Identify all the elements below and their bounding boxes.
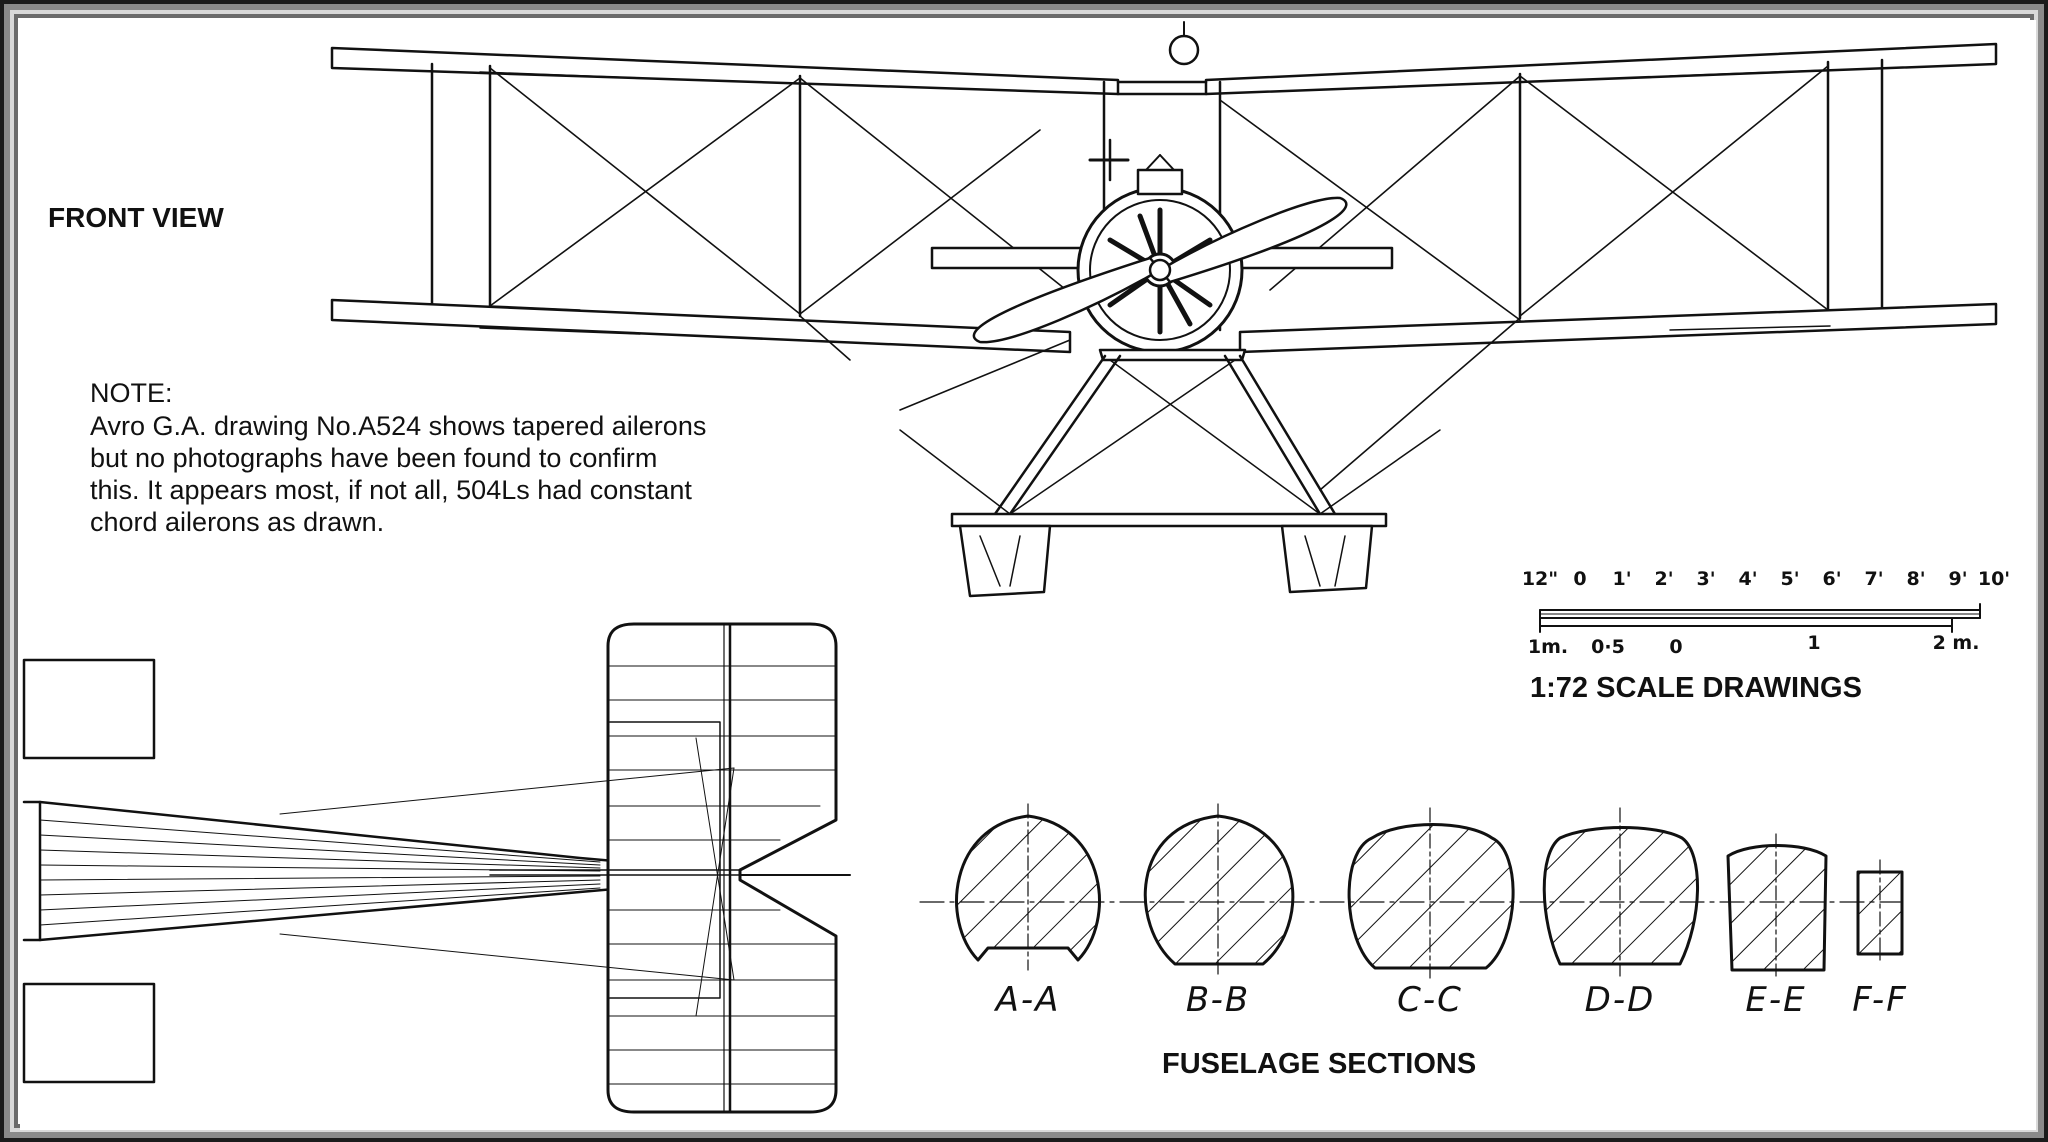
plan-view-tail xyxy=(22,622,851,1114)
scale-tick-metre: 2 m. xyxy=(1932,632,1980,654)
scale-tick-metre: 1 xyxy=(1807,632,1821,654)
section-label: E-E xyxy=(1745,980,1807,1020)
lower-wing-stub-lower xyxy=(22,982,156,1084)
tailplane-ribs xyxy=(607,665,837,1085)
section-label: C-C xyxy=(1397,980,1463,1020)
lower-wing xyxy=(330,298,1998,354)
section-label: F-F xyxy=(1852,980,1908,1020)
scale-tick-feet: 0 xyxy=(1573,568,1587,590)
scale-tick-metre: 1m. xyxy=(1527,636,1569,658)
section-f-f xyxy=(1856,859,1904,965)
scale-tick-feet: 1' xyxy=(1612,568,1632,590)
tailplane-plan xyxy=(606,622,838,1114)
section-a-a xyxy=(955,803,1101,971)
note-line-3: this. It appears most, if not all, 504Ls… xyxy=(90,475,692,505)
tailplane-bracing xyxy=(279,737,735,1017)
scale-tick-feet: 6' xyxy=(1822,568,1842,590)
scale-tick-feet: 8' xyxy=(1906,568,1926,590)
scale-tick-feet: 3' xyxy=(1696,568,1716,590)
note-heading: NOTE: xyxy=(90,378,173,408)
scale-tick-metre: 0 xyxy=(1669,636,1683,658)
scale-tick-feet: 12" xyxy=(1521,568,1559,590)
scale-title: 1:72 SCALE DRAWINGS xyxy=(1530,672,1862,704)
section-label: B-B xyxy=(1185,980,1251,1020)
scale-tick-feet: 4' xyxy=(1738,568,1758,590)
propeller-blade-lower xyxy=(972,256,1162,344)
interplane-struts xyxy=(430,58,1884,332)
gravity-tank xyxy=(1168,34,1200,66)
floats xyxy=(950,512,1388,598)
scale-bar xyxy=(1539,603,1981,633)
fuselage-sections-title: FUSELAGE SECTIONS xyxy=(1162,1048,1477,1080)
section-label: A-A xyxy=(995,980,1061,1020)
propeller-blade-upper xyxy=(1158,196,1348,284)
note-line-2: but no photographs have been found to co… xyxy=(90,443,658,473)
scale-tick-feet: 9' xyxy=(1948,568,1968,590)
scale-tick-feet: 7' xyxy=(1864,568,1884,590)
fuselage-stringers xyxy=(38,800,601,942)
scale-tick-feet: 2' xyxy=(1654,568,1674,590)
note-line-4: chord ailerons as drawn. xyxy=(90,507,385,537)
lower-wing-stub-upper xyxy=(22,658,156,760)
float-chassis-struts xyxy=(899,348,1441,516)
technical-drawing xyxy=(22,21,1998,1114)
section-b-b xyxy=(1143,803,1295,977)
front-view-label: FRONT VIEW xyxy=(48,202,224,233)
upper-wing xyxy=(330,42,1998,96)
note-line-1: Avro G.A. drawing No.A524 shows tapered … xyxy=(90,411,707,441)
scale-tick-feet: 10' xyxy=(1977,568,2011,590)
front-view-biplane xyxy=(330,21,1998,598)
section-d-d xyxy=(1542,807,1699,977)
section-c-c xyxy=(1347,807,1515,981)
section-e-e xyxy=(1726,833,1828,977)
fuselage-sections xyxy=(919,803,1904,981)
section-label: D-D xyxy=(1584,980,1656,1020)
scale-tick-metre: 0·5 xyxy=(1591,636,1625,658)
scale-tick-feet: 5' xyxy=(1780,568,1800,590)
drawing-sheet: FRONT VIEW NOTE: Avro G.A. drawing No.A5… xyxy=(20,20,2036,1130)
